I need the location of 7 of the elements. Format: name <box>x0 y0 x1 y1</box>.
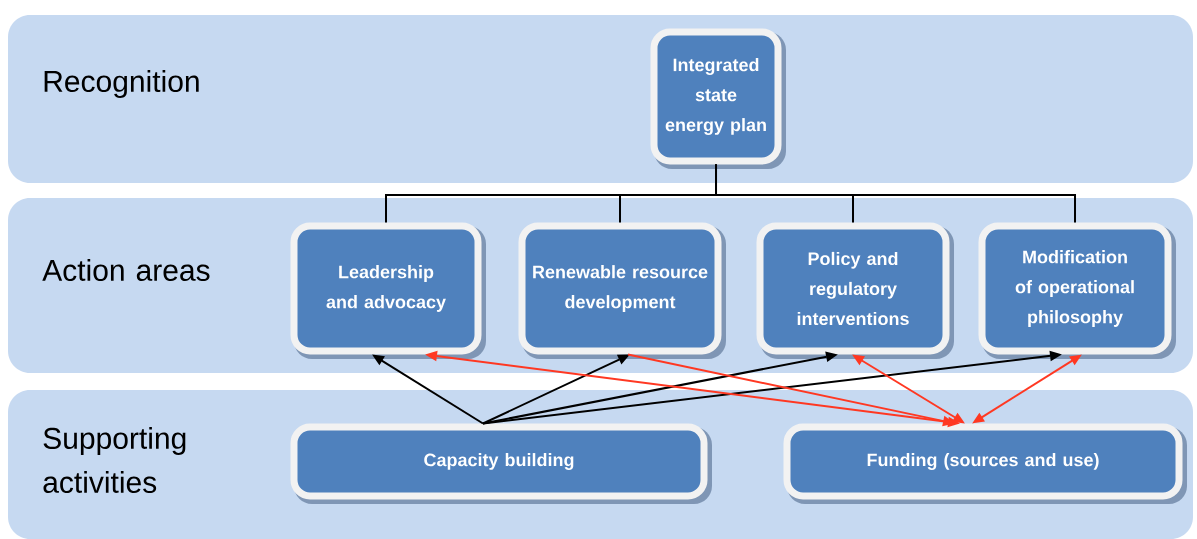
process-box: Integrated state energy plan <box>650 28 786 169</box>
process-box: Policy and regulatory interventions <box>756 222 954 359</box>
process-box: Renewable resource development <box>518 222 726 359</box>
process-box: Capacity building <box>290 423 712 504</box>
process-box: Leadership and advocacy <box>290 222 486 359</box>
process-box: Modification of operational philosophy <box>978 222 1176 359</box>
process-box: Funding (sources and use) <box>783 423 1187 504</box>
